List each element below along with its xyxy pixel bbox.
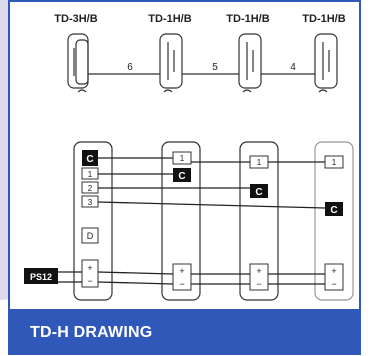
column-3-terminals: 1 C + − — [249, 155, 269, 291]
power-terminal-3 — [249, 263, 269, 291]
minus-label-3: − — [256, 279, 261, 289]
wires — [58, 157, 326, 285]
wiring-diagram: TD-3H/B TD-1H/B TD-1H/B TD-1H/B — [24, 13, 354, 301]
link-count-3: 4 — [290, 62, 296, 73]
wire-plus-col2 — [97, 271, 174, 275]
terminal-d — [81, 227, 99, 244]
minus-label-1: − — [87, 276, 92, 286]
power-supply-label: PS12 — [30, 272, 52, 282]
terminal-c-label-1: C — [86, 154, 93, 165]
device-sketch-1 — [67, 33, 89, 93]
plus-label-3: + — [256, 266, 261, 276]
terminal-1-label: 1 — [88, 170, 93, 179]
terminal-c-col2-label: C — [178, 171, 185, 182]
plus-label-4: + — [331, 266, 336, 276]
terminal-c-col3 — [250, 184, 268, 198]
wire-minus-col2 — [97, 281, 174, 285]
terminal-c-col4 — [325, 202, 343, 216]
terminal-1-col2-label: 1 — [180, 154, 185, 163]
terminal-3 — [81, 195, 99, 208]
terminal-2-label: 2 — [88, 184, 93, 193]
device-label-2: TD-1H/B — [148, 13, 191, 25]
device-label-1: TD-3H/B — [54, 13, 97, 25]
power-terminal-4 — [324, 263, 344, 291]
device-sketches — [67, 33, 338, 93]
terminal-column-3 — [239, 141, 279, 301]
terminal-c-col3-label: C — [255, 187, 262, 198]
column-1-terminals: C 1 2 3 D + − — [81, 150, 99, 288]
terminal-column-1 — [73, 141, 113, 301]
link-count-2: 5 — [212, 62, 218, 73]
power-terminal-2 — [172, 263, 192, 291]
device-label-4: TD-1H/B — [302, 13, 345, 25]
minus-label-2: − — [179, 279, 184, 289]
device-label-3: TD-1H/B — [226, 13, 269, 25]
plus-label-2: + — [179, 266, 184, 276]
power-supply-box — [24, 268, 58, 284]
column-2-terminals: 1 C + − — [172, 151, 192, 291]
device-sketch-2 — [159, 33, 183, 93]
terminal-columns — [73, 141, 354, 301]
power-terminal-1 — [81, 259, 99, 288]
terminal-column-2 — [161, 141, 201, 301]
link-count-1: 6 — [127, 62, 133, 73]
plus-label-1: + — [87, 263, 92, 273]
terminal-3-label: 3 — [88, 198, 93, 207]
terminal-d-label: D — [87, 231, 94, 241]
column-4-terminals: 1 C + − — [324, 155, 344, 291]
terminal-c-1 — [82, 150, 98, 166]
terminal-c-col4-label: C — [330, 205, 337, 216]
device-sketch-4 — [314, 33, 338, 93]
terminal-1-col4-label: 1 — [332, 158, 337, 167]
minus-label-4: − — [331, 279, 336, 289]
device-sketch-3 — [238, 33, 262, 93]
terminal-1-col3-label: 1 — [257, 158, 262, 167]
caption-bar: TD-H DRAWING — [8, 311, 361, 355]
terminal-c-col2 — [173, 168, 191, 182]
terminal-column-4 — [314, 141, 354, 301]
diagram-frame: TD-3H/B TD-1H/B TD-1H/B TD-1H/B — [8, 0, 361, 311]
caption-title: TD-H DRAWING — [30, 324, 153, 341]
wire-3-to-c4 — [97, 201, 326, 209]
